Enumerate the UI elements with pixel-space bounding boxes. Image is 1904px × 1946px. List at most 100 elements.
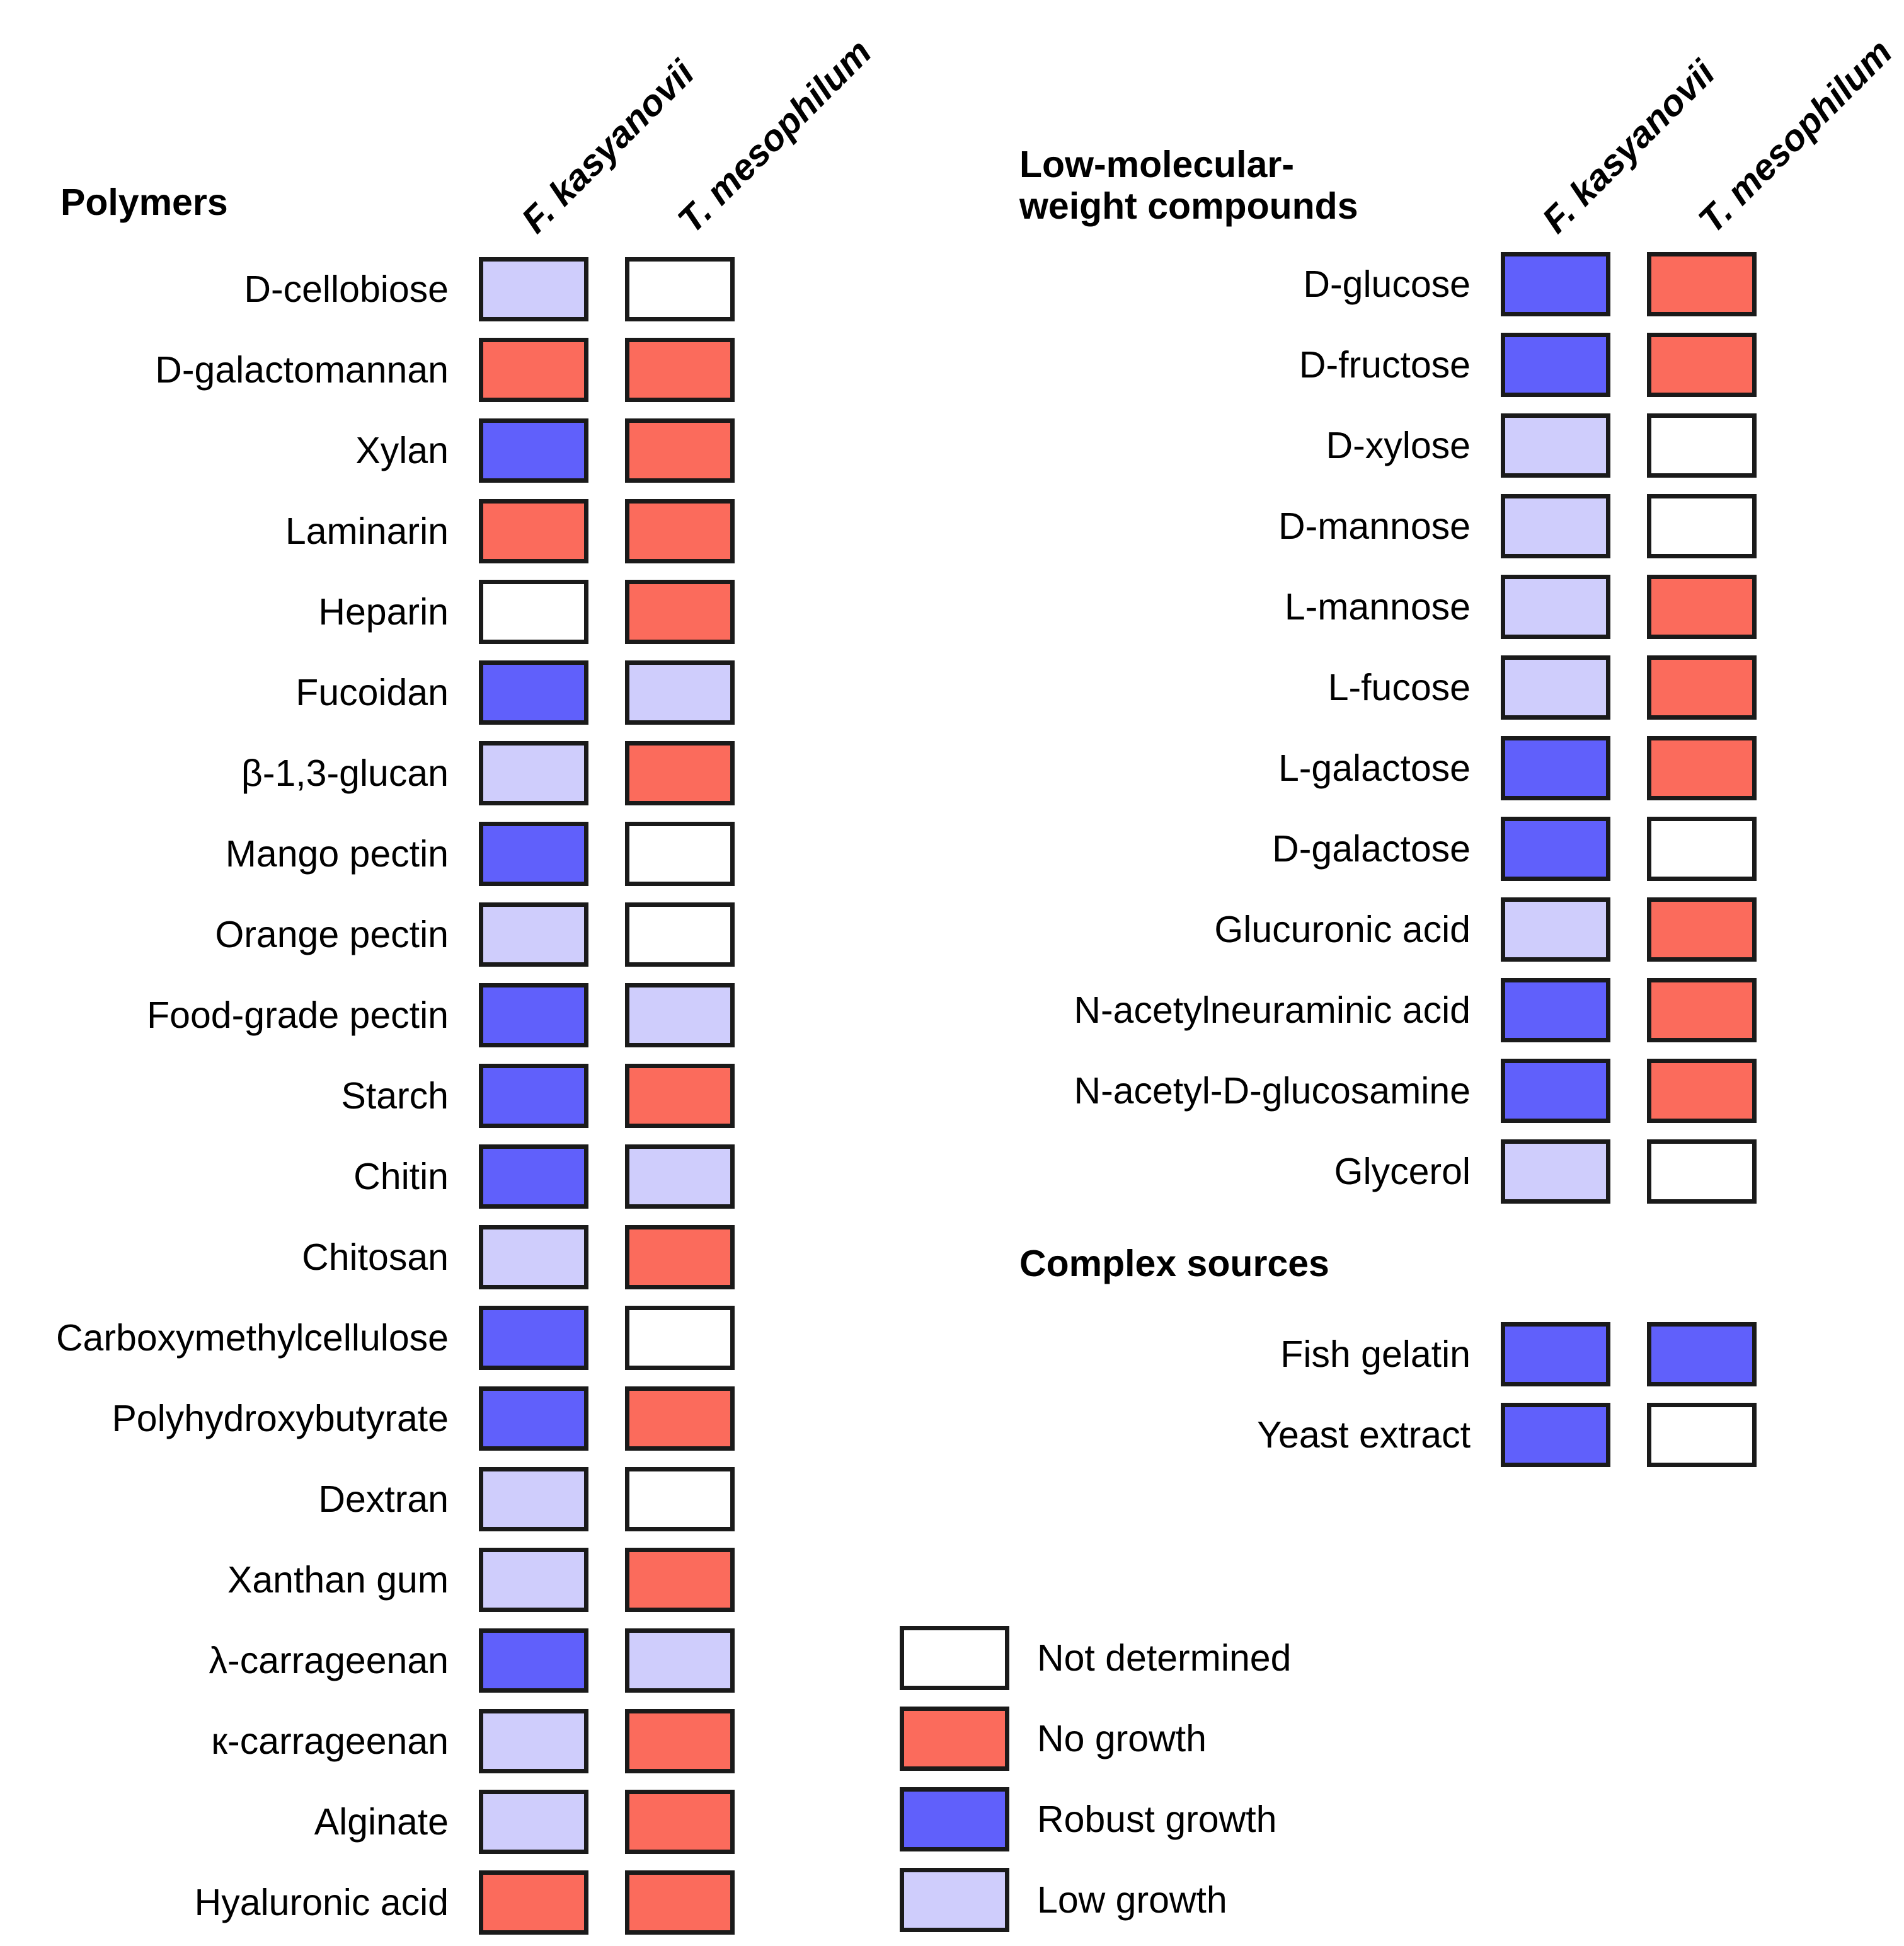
cell-polymer-7-t-mesophilum [625, 822, 735, 886]
cell-polymer-16-t-mesophilum [625, 1548, 735, 1612]
cell-lmw-11-f-kasyanovii [1501, 1139, 1610, 1204]
cell-polymer-7-f-kasyanovii [479, 822, 588, 886]
cell-lmw-7-t-mesophilum [1647, 817, 1757, 881]
row-label-polymer-15: Dextran [318, 1478, 449, 1520]
cell-lmw-4-t-mesophilum [1647, 575, 1757, 639]
cell-polymer-16-f-kasyanovii [479, 1548, 588, 1612]
section-heading-polymers: Polymers [60, 181, 228, 223]
cell-lmw-5-t-mesophilum [1647, 655, 1757, 720]
row-label-polymer-13: Carboxymethylcellulose [55, 1317, 449, 1359]
row-label-polymer-14: Polyhydroxybutyrate [112, 1398, 449, 1439]
row-label-lmw-7: D-galactose [1272, 828, 1471, 870]
legend-label-no: No growth [1037, 1718, 1207, 1759]
cell-polymer-5-f-kasyanovii [479, 660, 588, 725]
cell-polymer-15-t-mesophilum [625, 1467, 735, 1531]
row-label-polymer-16: Xanthan gum [227, 1559, 449, 1601]
cell-polymer-10-t-mesophilum [625, 1064, 735, 1128]
row-label-polymer-1: D-galactomannan [155, 349, 449, 391]
row-label-polymer-17: λ-carrageenan [209, 1640, 449, 1681]
cell-lmw-2-t-mesophilum [1647, 413, 1757, 478]
row-label-complex-0: Fish gelatin [1280, 1333, 1471, 1375]
cell-lmw-1-t-mesophilum [1647, 333, 1757, 397]
legend-label-nd: Not determined [1037, 1637, 1292, 1679]
legend-label-robust: Robust growth [1037, 1799, 1277, 1840]
legend-swatch-robust [900, 1787, 1009, 1851]
section-heading-lmw-line2: weight compounds [1019, 185, 1358, 227]
cell-polymer-17-t-mesophilum [625, 1628, 735, 1693]
cell-lmw-3-f-kasyanovii [1501, 494, 1610, 558]
column-header-t-mesophilum-left: T. mesophilum [670, 31, 880, 241]
row-label-polymer-0: D-cellobiose [244, 268, 449, 310]
cell-polymer-14-f-kasyanovii [479, 1386, 588, 1451]
row-label-lmw-0: D-glucose [1303, 263, 1471, 305]
row-label-lmw-6: L-galactose [1278, 747, 1471, 789]
cell-lmw-1-f-kasyanovii [1501, 333, 1610, 397]
legend-label-low: Low growth [1037, 1879, 1227, 1921]
row-label-lmw-3: D-mannose [1278, 505, 1471, 547]
cell-polymer-19-f-kasyanovii [479, 1790, 588, 1854]
cell-lmw-10-f-kasyanovii [1501, 1059, 1610, 1123]
cell-polymer-3-t-mesophilum [625, 499, 735, 563]
cell-polymer-19-t-mesophilum [625, 1790, 735, 1854]
section-heading-lmw-line1: Low-molecular- [1019, 144, 1294, 185]
cell-polymer-11-f-kasyanovii [479, 1144, 588, 1209]
column-header-t-mesophilum-right: T. mesophilum [1690, 31, 1900, 241]
cell-lmw-2-f-kasyanovii [1501, 413, 1610, 478]
cell-polymer-3-f-kasyanovii [479, 499, 588, 563]
cell-lmw-10-t-mesophilum [1647, 1059, 1757, 1123]
section-heading-lmw: Low-molecular- weight compounds [1019, 144, 1358, 227]
cell-lmw-0-t-mesophilum [1647, 252, 1757, 316]
legend-swatch-low [900, 1868, 1009, 1932]
cell-polymer-6-t-mesophilum [625, 741, 735, 805]
cell-polymer-12-f-kasyanovii [479, 1225, 588, 1289]
cell-polymer-5-t-mesophilum [625, 660, 735, 725]
row-label-polymer-3: Laminarin [285, 510, 449, 552]
cell-lmw-0-f-kasyanovii [1501, 252, 1610, 316]
row-label-lmw-9: N-acetylneuraminic acid [1074, 989, 1471, 1031]
row-label-polymer-11: Chitin [353, 1156, 449, 1197]
cell-polymer-4-t-mesophilum [625, 580, 735, 644]
cell-polymer-13-f-kasyanovii [479, 1306, 588, 1370]
cell-lmw-8-t-mesophilum [1647, 897, 1757, 962]
row-label-polymer-4: Heparin [318, 591, 449, 633]
row-label-polymer-2: Xylan [355, 430, 449, 471]
row-label-polymer-5: Fucoidan [295, 672, 449, 713]
row-label-lmw-10: N-acetyl-D-glucosamine [1074, 1070, 1471, 1112]
cell-polymer-1-f-kasyanovii [479, 338, 588, 402]
cell-lmw-3-t-mesophilum [1647, 494, 1757, 558]
cell-polymer-0-f-kasyanovii [479, 257, 588, 321]
cell-complex-0-t-mesophilum [1647, 1322, 1757, 1386]
row-label-lmw-5: L-fucose [1328, 667, 1471, 708]
cell-complex-0-f-kasyanovii [1501, 1322, 1610, 1386]
cell-polymer-4-f-kasyanovii [479, 580, 588, 644]
row-label-polymer-18: к-carrageenan [211, 1720, 449, 1762]
cell-polymer-11-t-mesophilum [625, 1144, 735, 1209]
row-label-complex-1: Yeast extract [1257, 1414, 1471, 1456]
cell-lmw-9-t-mesophilum [1647, 978, 1757, 1042]
row-label-lmw-2: D-xylose [1326, 425, 1471, 466]
cell-complex-1-t-mesophilum [1647, 1403, 1757, 1467]
cell-polymer-8-f-kasyanovii [479, 902, 588, 967]
cell-lmw-4-f-kasyanovii [1501, 575, 1610, 639]
cell-polymer-13-t-mesophilum [625, 1306, 735, 1370]
legend-swatch-no [900, 1707, 1009, 1771]
cell-polymer-10-f-kasyanovii [479, 1064, 588, 1128]
row-label-lmw-11: Glycerol [1334, 1151, 1471, 1192]
row-label-polymer-12: Chitosan [302, 1236, 449, 1278]
row-label-polymer-19: Alginate [314, 1801, 449, 1843]
cell-polymer-20-f-kasyanovii [479, 1870, 588, 1935]
cell-polymer-14-t-mesophilum [625, 1386, 735, 1451]
cell-polymer-0-t-mesophilum [625, 257, 735, 321]
row-label-lmw-8: Glucuronic acid [1214, 909, 1471, 950]
cell-lmw-11-t-mesophilum [1647, 1139, 1757, 1204]
row-label-polymer-6: β-1,3-glucan [241, 752, 449, 794]
cell-polymer-12-t-mesophilum [625, 1225, 735, 1289]
row-label-polymer-9: Food-grade pectin [147, 994, 449, 1036]
row-label-polymer-7: Mango pectin [225, 833, 449, 875]
cell-polymer-18-t-mesophilum [625, 1709, 735, 1773]
cell-polymer-2-t-mesophilum [625, 418, 735, 483]
cell-lmw-6-f-kasyanovii [1501, 736, 1610, 800]
cell-polymer-20-t-mesophilum [625, 1870, 735, 1935]
cell-polymer-15-f-kasyanovii [479, 1467, 588, 1531]
row-label-polymer-10: Starch [341, 1075, 449, 1117]
